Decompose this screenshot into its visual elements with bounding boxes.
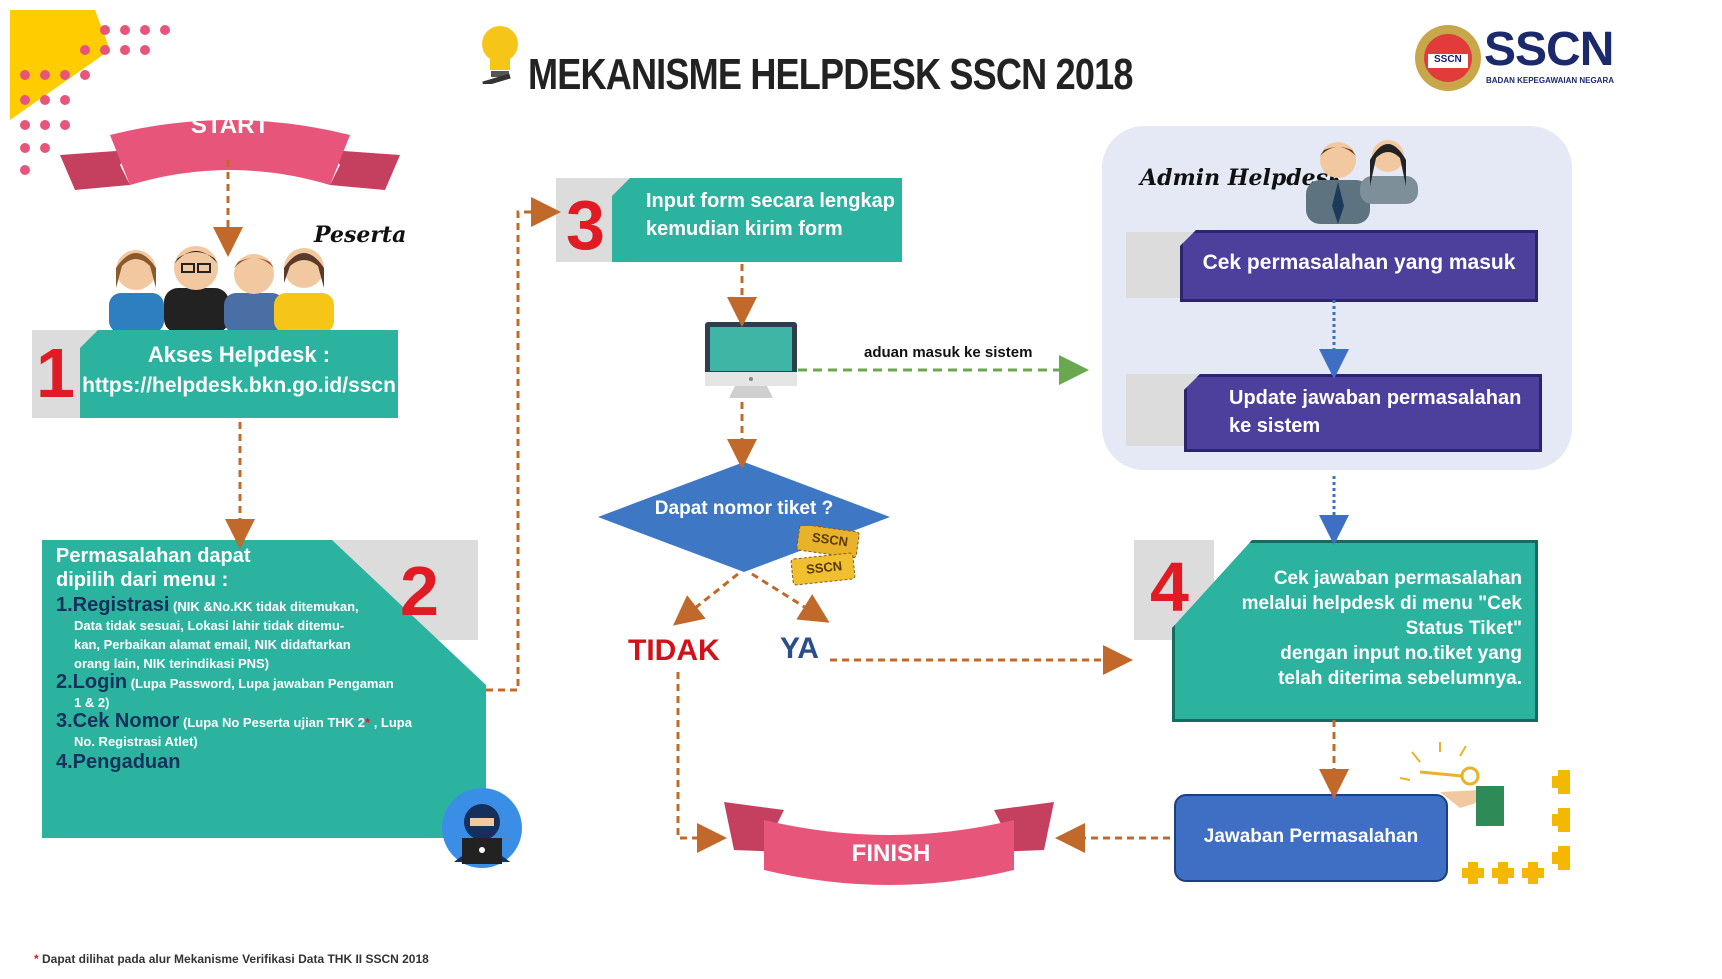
admin-update-line2: ke sistem [1229,415,1321,437]
admin-cek-box: Cek permasalahan yang masuk [1180,230,1538,302]
step2-heading2: dipilih dari menu : [56,569,229,591]
jawaban-box: Jawaban Permasalahan [1174,794,1448,882]
ticket-icon [790,526,860,586]
computer-icon [705,322,797,398]
step1-box: Akses Helpdesk : https://helpdesk.bkn.go… [80,330,398,418]
item-title: 4.Pengaduan [56,751,181,773]
lightbulb-icon [482,26,518,84]
finish-ribbon [724,802,1054,885]
arrow-decision-to-tidak [672,572,739,626]
item-detail: (Lupa No Peserta ujian THK 2 [179,715,366,730]
admin-update-line1: Update jawaban permasalahan [1229,387,1522,409]
aduan-label: aduan masuk ke sistem [864,344,1033,361]
footnote-star: * [34,952,39,966]
step3-line2: kemudian kirim form [646,218,843,240]
step3-number: 3 [566,186,605,264]
step4-line1: Cek jawaban permasalahan [1273,568,1522,589]
item-title: 2.Login [56,671,128,693]
step2-heading1: Permasalahan dapat [56,545,251,567]
logo-subtitle: BADAN KEPEGAWAIAN NEGARA [1486,76,1615,85]
step2-number: 2 [400,552,439,630]
sscn-logo: SSCN SSCN BADAN KEPEGAWAIAN NEGARA [1412,20,1722,95]
start-ribbon [60,120,400,190]
arrow-decision-to-ya [751,572,830,623]
logo-text: SSCN [1484,23,1614,76]
decision-yes-label: YA [780,632,819,665]
step1-line1: Akses Helpdesk : [147,342,331,367]
finish-label: FINISH [851,840,931,867]
item-detail: 1 & 2) [74,695,110,710]
step4-line2: melalui helpdesk di menu "Cek [1241,593,1522,614]
step3-line1: Input form secara lengkap [646,190,895,212]
decorative-plus-shapes [1462,770,1570,884]
admin-update-box: Update jawaban permasalahan ke sistem [1184,374,1542,452]
step2-item-registrasi: 1.Registrasi (NIK &No.KK tidak ditemukan… [56,594,496,673]
footnote-text: Dapat dilihat pada alur Mekanisme Verifi… [38,952,429,966]
start-label: START [190,112,270,139]
logo-seal-icon [1415,25,1481,91]
item-star: * [365,715,371,730]
step1-line2: https://helpdesk.bkn.go.id/sscn [82,374,396,397]
step4-number: 4 [1150,548,1189,626]
item-detail: (NIK &No.KK tidak ditemukan, [169,599,359,614]
step1-number: 1 [36,334,75,412]
step4-line3: Status Tiket" [1405,618,1522,639]
peserta-label: Peserta [314,222,407,248]
item-detail: kan, Perbaikan alamat email, NIK didafta… [74,637,351,652]
step4-box [1172,540,1538,722]
step3-box: Input form secara lengkap kemudian kirim… [612,178,902,262]
decorative-dots [10,10,170,175]
item-detail: Data tidak sesuai, Lokasi lahir tidak di… [74,618,345,633]
step2-item-cek-nomor: 3.Cek Nomor (Lupa No Peserta ujian THK 2… [56,710,496,751]
step4-content: Cek jawaban permasalahan melalui helpdes… [1200,566,1522,691]
arrow-step2-to-step3 [486,197,561,692]
peserta-people-icon [109,246,334,333]
admin-cek-text: Cek permasalahan yang masuk [1202,251,1516,274]
step2-content: Permasalahan dapat dipilih dari menu : 1… [56,544,496,774]
decision-no-label: TIDAK [628,634,720,667]
step2-item-login: 2.Login (Lupa Password, Lupa jawaban Pen… [56,671,496,712]
admin-people-icon [1306,140,1418,224]
item-detail: , Lupa [370,715,412,730]
logo-seal-text: SSCN [1434,54,1462,65]
step4-line5: telah diterima sebelumnya. [1278,668,1522,689]
item-detail: (Lupa Password, Lupa jawaban Pengaman [127,676,394,691]
item-title: 1.Registrasi [56,594,170,616]
item-title: 3.Cek Nomor [56,710,180,732]
jawaban-text: Jawaban Permasalahan [1203,826,1419,847]
decision-question: Dapat nomor tiket ? [654,498,834,519]
page-title: MEKANISME HELPDESK SSCN 2018 [528,50,1133,99]
arrow-tidak-to-finish [676,672,727,853]
hacker-avatar-icon [442,788,522,868]
step4-line4: dengan input no.tiket yang [1280,643,1522,664]
key-hand-icon [1400,742,1504,826]
footnote: * Dapat dilihat pada alur Mekanisme Veri… [34,952,429,966]
item-detail: No. Registrasi Atlet) [74,734,198,749]
item-detail: orang lain, NIK terindikasi PNS) [74,656,270,671]
step2-item-pengaduan: 4.Pengaduan [56,751,496,774]
